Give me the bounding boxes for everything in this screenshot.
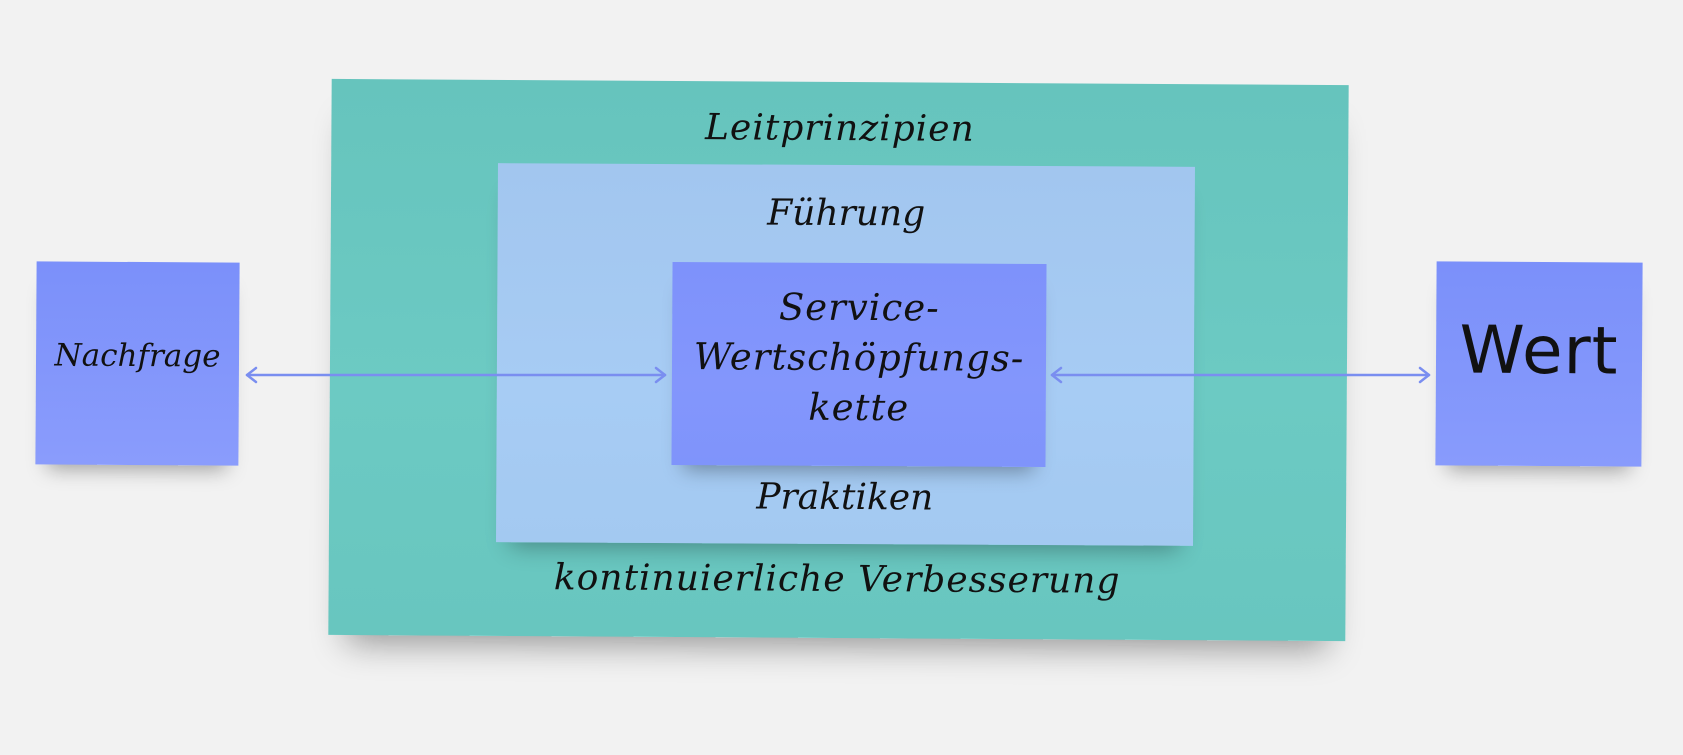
service-value-chain-line-2: Wertschöpfungs-	[693, 335, 1025, 380]
service-value-chain-line-3: kette	[808, 385, 910, 430]
service-value-chain-box[interactable]: Service- Wertschöpfungs- kette	[671, 262, 1047, 467]
service-value-chain-line-1: Service-	[778, 285, 940, 330]
demand-note[interactable]: Nachfrage	[35, 261, 240, 466]
practices-label: Praktiken	[756, 476, 934, 519]
value-label: Wert	[1459, 311, 1619, 390]
service-value-chain-label: Service- Wertschöpfungs- kette	[672, 282, 1047, 434]
continual-improvement-label: kontinuierliche Verbesserung	[553, 557, 1121, 602]
guiding-principles-label: Leitprinzipien	[704, 107, 975, 150]
arrowhead-right-icon	[1418, 366, 1431, 384]
governance-label: Führung	[767, 192, 926, 235]
value-note[interactable]: Wert	[1435, 261, 1643, 467]
arrowhead-left-icon	[245, 366, 258, 384]
demand-label: Nachfrage	[54, 337, 221, 375]
